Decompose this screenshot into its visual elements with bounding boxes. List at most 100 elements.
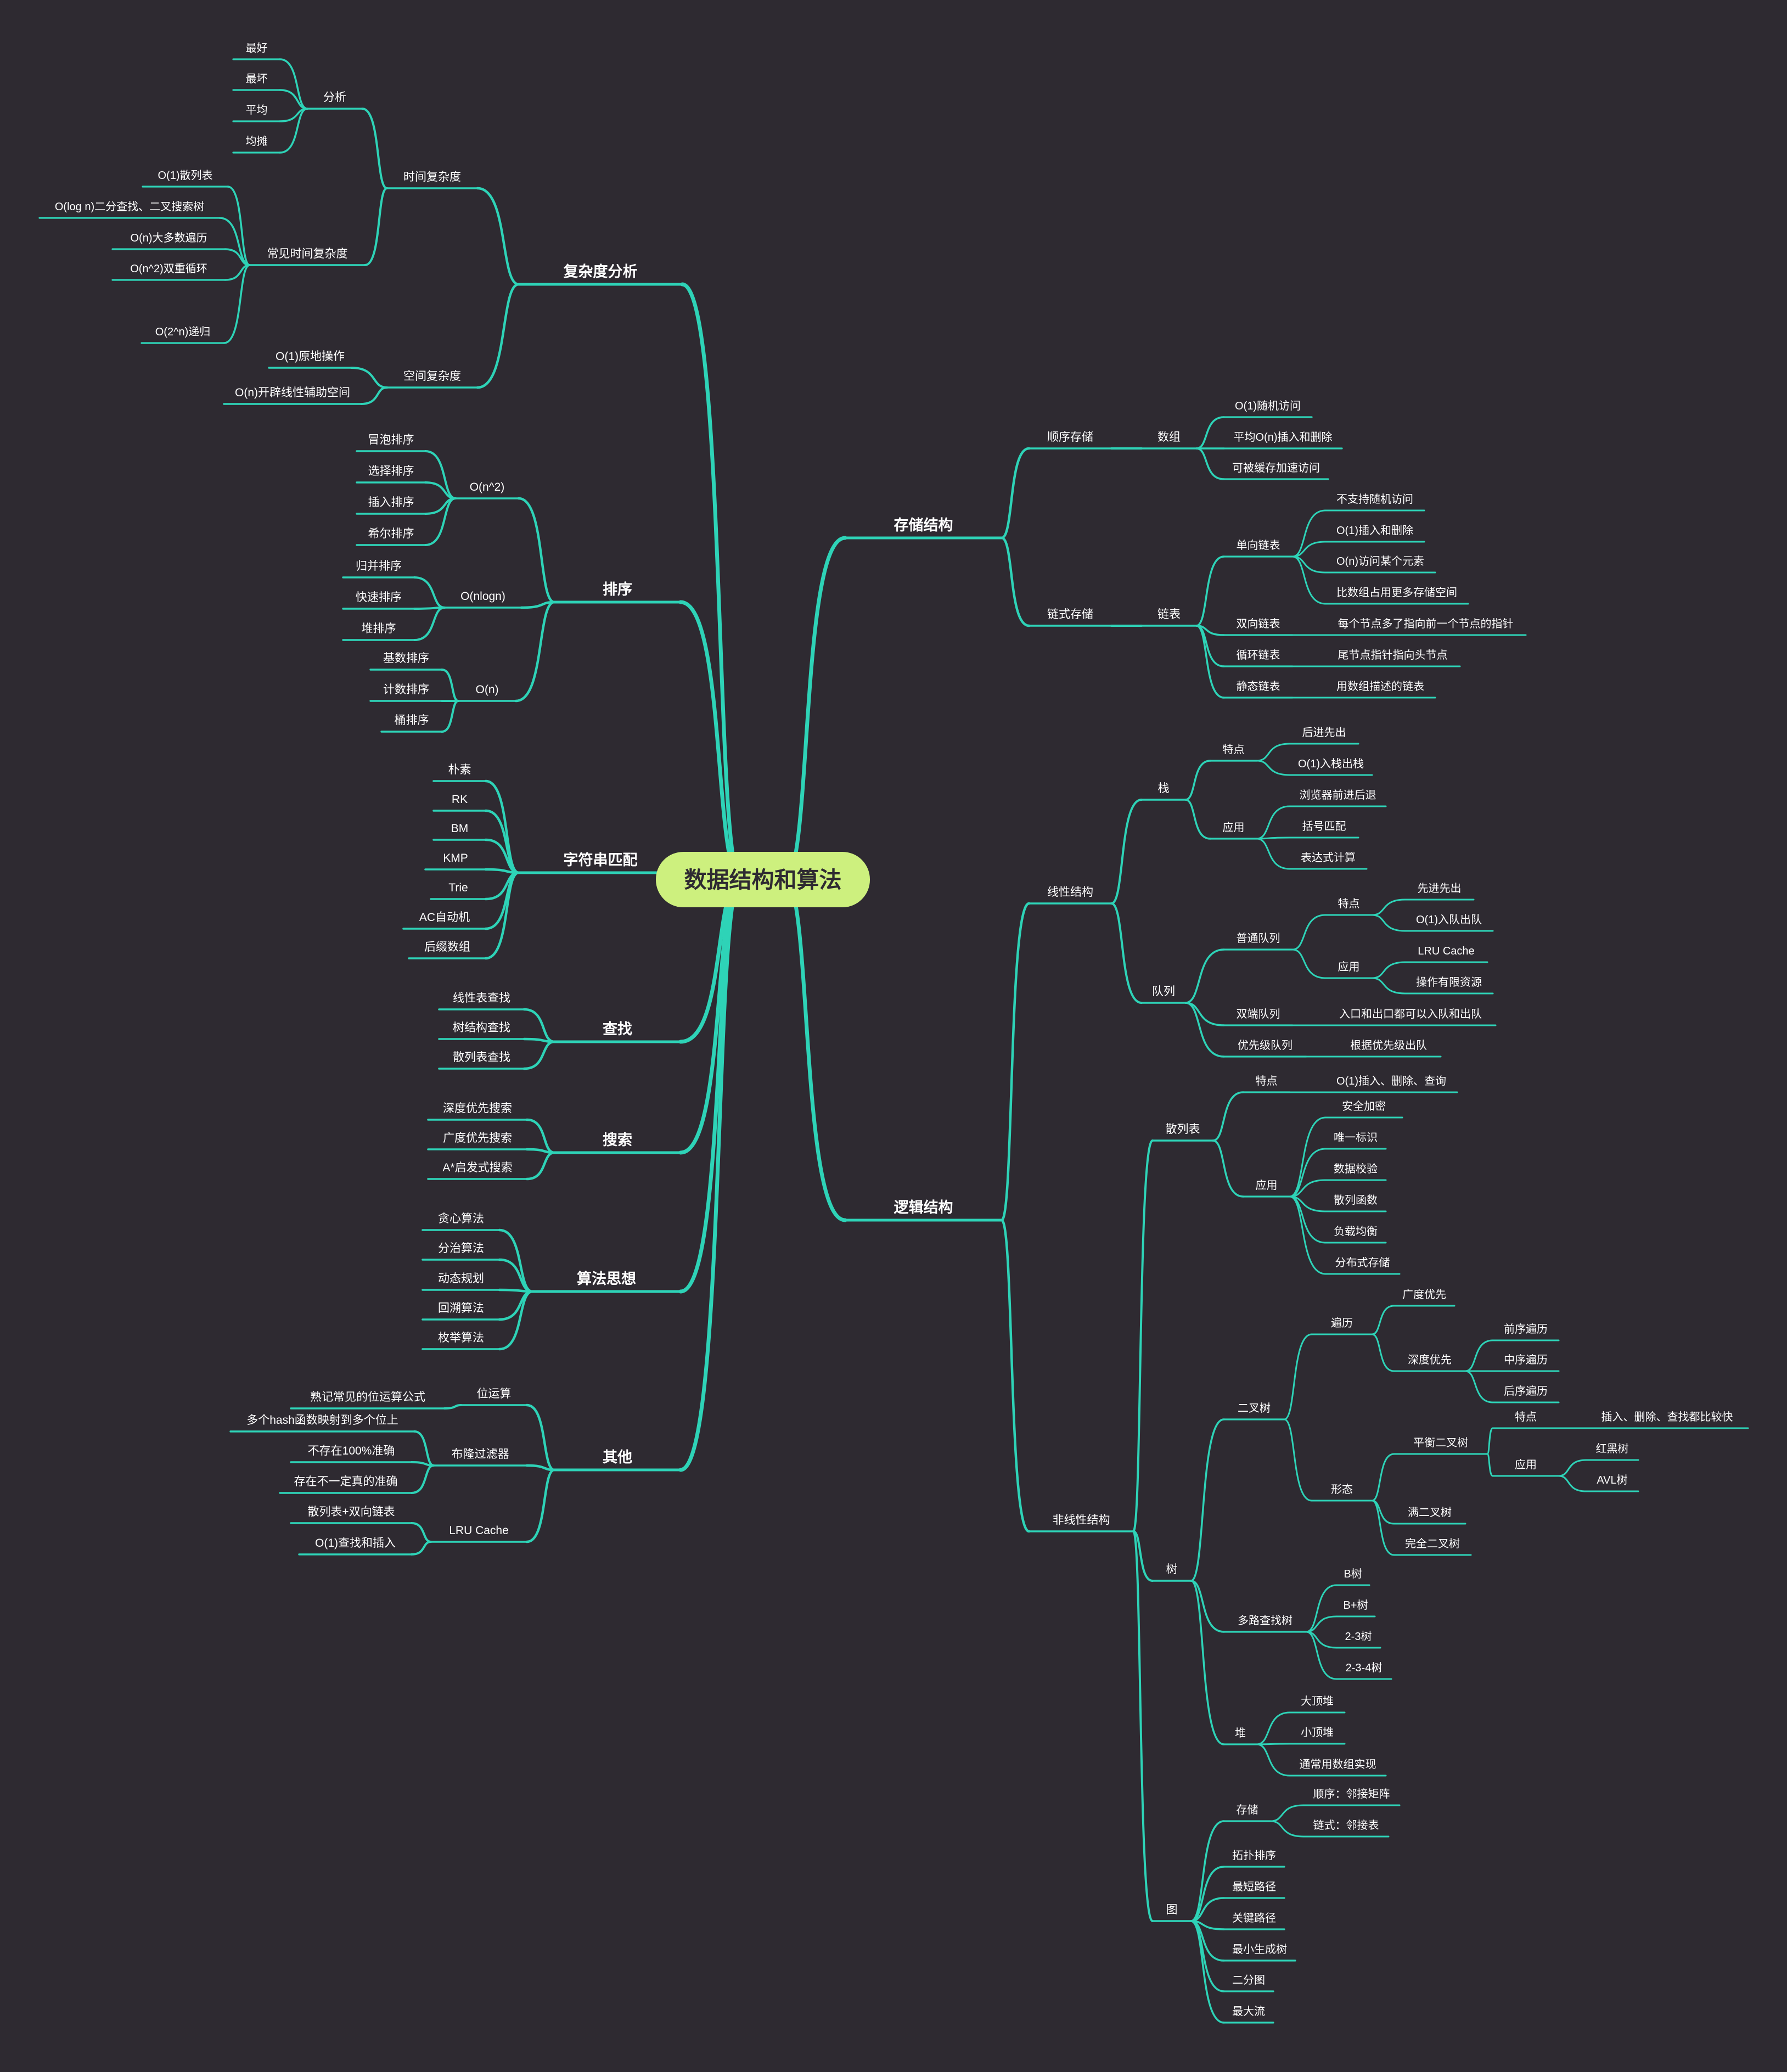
topic-node-r1a1[interactable]: 数组	[1140, 431, 1198, 450]
topic-node-r2a1[interactable]: 栈	[1140, 782, 1187, 801]
topic-node-n2a3[interactable]: 插入排序	[356, 496, 426, 515]
topic-node-r1b1a2[interactable]: O(1)插入和删除	[1324, 524, 1425, 543]
topic-node-n1a2e[interactable]: O(2^n)递归	[141, 325, 225, 344]
topic-node-r2b3c[interactable]: 最短路径	[1223, 1880, 1285, 1899]
topic-node-r2b3g[interactable]: 最大流	[1223, 2005, 1274, 2024]
topic-node-r2b2c3[interactable]: 通常用数组实现	[1289, 1758, 1387, 1777]
topic-node-n3g[interactable]: 后缀数组	[408, 941, 487, 959]
topic-node-r2b3d[interactable]: 关键路径	[1223, 1912, 1285, 1930]
topic-node-r2a2c[interactable]: 优先级队列	[1223, 1039, 1307, 1058]
topic-node-r2b1b6[interactable]: 分布式存储	[1324, 1256, 1401, 1275]
topic-node-n5c[interactable]: A*启发式搜索	[427, 1161, 528, 1180]
topic-node-r2b2b4[interactable]: 2-3-4树	[1335, 1661, 1392, 1680]
topic-node-n5[interactable]: 搜索	[553, 1132, 682, 1154]
topic-node-r2b2b3[interactable]: 2-3树	[1335, 1630, 1381, 1649]
topic-node-n2a[interactable]: O(n^2)	[454, 481, 520, 499]
topic-node-r1b1[interactable]: 链表	[1140, 608, 1198, 627]
topic-node-r2b1a1[interactable]: O(1)插入、删除、查询	[1324, 1075, 1458, 1093]
topic-node-n4c[interactable]: 散列表查找	[438, 1051, 525, 1070]
topic-node-n1a2c[interactable]: O(n)大多数遍历	[111, 232, 226, 250]
topic-node-r2a2[interactable]: 队列	[1140, 985, 1187, 1004]
topic-node-n6a[interactable]: 贪心算法	[422, 1212, 501, 1231]
topic-node-n7a1[interactable]: 熟记常见的位运算公式	[290, 1391, 446, 1410]
topic-node-n2c3[interactable]: 桶排序	[380, 714, 443, 733]
topic-node-n1a2a[interactable]: O(1)散列表	[142, 169, 229, 188]
topic-node-n7b3[interactable]: 存在不一定真的准确	[279, 1475, 413, 1494]
topic-node-r2b2a1a[interactable]: 广度优先	[1393, 1288, 1456, 1307]
topic-node-n2b3[interactable]: 堆排序	[342, 622, 415, 641]
topic-node-n2b2[interactable]: 快速排序	[342, 591, 415, 610]
topic-node-r2a2b1[interactable]: 入口和出口都可以入队和出队	[1324, 1008, 1497, 1026]
topic-node-n1b2[interactable]: O(n)开辟线性辅助空间	[223, 386, 362, 405]
topic-node-n3f[interactable]: AC自动机	[402, 911, 487, 930]
topic-node-r2b1b3[interactable]: 数据校验	[1324, 1163, 1387, 1181]
topic-node-n7b[interactable]: 布隆过滤器	[432, 1448, 528, 1467]
topic-node-n4b[interactable]: 树结构查找	[438, 1021, 525, 1040]
topic-node-n7b1[interactable]: 多个hash函数映射到多个位上	[229, 1414, 415, 1433]
topic-node-r2b2b2[interactable]: B+树	[1335, 1599, 1376, 1618]
topic-node-r2b3[interactable]: 图	[1151, 1903, 1192, 1922]
topic-node-n1b[interactable]: 空间复杂度	[386, 370, 479, 389]
topic-node-n6d[interactable]: 回溯算法	[422, 1302, 501, 1321]
topic-node-n1a1[interactable]: 分析	[306, 91, 363, 110]
topic-node-n1a2d[interactable]: O(n^2)双重循环	[111, 262, 226, 281]
topic-node-r2b1b1[interactable]: 安全加密	[1324, 1100, 1403, 1119]
topic-node-r2a2a1[interactable]: 特点	[1324, 897, 1373, 916]
topic-node-r1a1c[interactable]: 可被缓存加速访问	[1223, 462, 1329, 480]
topic-node-r1b1c[interactable]: 循环链表	[1223, 649, 1294, 667]
topic-node-r1b1b[interactable]: 双向链表	[1223, 617, 1294, 636]
topic-node-n7c[interactable]: LRU Cache	[430, 1524, 528, 1543]
topic-node-r2b2a2[interactable]: 形态	[1311, 1483, 1373, 1502]
topic-node-r2a2a2a[interactable]: LRU Cache	[1404, 945, 1488, 963]
topic-node-r1b1d1[interactable]: 用数组描述的链表	[1324, 680, 1436, 699]
topic-node-n7c2[interactable]: O(1)查找和插入	[298, 1537, 413, 1556]
topic-node-n7c1[interactable]: 散列表+双向链表	[290, 1506, 413, 1524]
topic-node-r2b1b[interactable]: 应用	[1242, 1179, 1291, 1198]
topic-node-r2a1b3[interactable]: 表达式计算	[1289, 851, 1368, 870]
topic-node-r2b1a[interactable]: 特点	[1242, 1075, 1291, 1093]
topic-node-r1a1a[interactable]: O(1)随机访问	[1223, 400, 1313, 418]
topic-node-r2b[interactable]: 非线性结构	[1028, 1514, 1134, 1532]
topic-node-r2a2a[interactable]: 普通队列	[1223, 932, 1294, 951]
topic-node-n3c[interactable]: BM	[432, 822, 487, 841]
topic-node-r2a1a1[interactable]: 后进先出	[1289, 726, 1359, 745]
topic-node-r1b1c1[interactable]: 尾节点指针指向头节点	[1324, 649, 1461, 667]
topic-node-r1a[interactable]: 顺序存储	[1028, 431, 1112, 450]
topic-node-r2b2a2c[interactable]: 完全二叉树	[1393, 1537, 1472, 1556]
topic-node-n1a1a[interactable]: 最好	[232, 42, 281, 60]
topic-node-n1a1b[interactable]: 最坏	[232, 72, 281, 91]
topic-node-n1a1d[interactable]: 均摊	[232, 135, 281, 154]
topic-node-n6[interactable]: 算法思想	[531, 1270, 682, 1293]
topic-node-r2b1[interactable]: 散列表	[1151, 1123, 1214, 1142]
topic-node-r2b2b[interactable]: 多路查找树	[1223, 1614, 1307, 1633]
topic-node-n2b[interactable]: O(nlogn)	[443, 590, 522, 609]
topic-node-n2[interactable]: 排序	[553, 581, 682, 604]
topic-node-n6c[interactable]: 动态规划	[422, 1272, 501, 1291]
topic-node-n1a2b[interactable]: O(log n)二分查找、二叉搜索树	[38, 200, 221, 219]
topic-node-r2b2b1[interactable]: B树	[1335, 1568, 1370, 1586]
topic-node-n3d[interactable]: KMP	[424, 852, 487, 871]
topic-node-r2b2a[interactable]: 二叉树	[1223, 1402, 1285, 1420]
topic-node-r2a2a1a[interactable]: 先进先出	[1404, 882, 1475, 901]
topic-node-n7a[interactable]: 位运算	[460, 1388, 528, 1406]
topic-node-r2a2a2b[interactable]: 操作有限资源	[1404, 976, 1494, 995]
topic-node-r2b1b5[interactable]: 负载均衡	[1324, 1225, 1387, 1244]
topic-node-n3a[interactable]: 朴素	[432, 763, 487, 782]
topic-node-n2a2[interactable]: 选择排序	[356, 465, 426, 484]
topic-node-r2[interactable]: 逻辑结构	[844, 1199, 1003, 1222]
root-node[interactable]: 数据结构和算法	[656, 852, 870, 907]
topic-node-n2a1[interactable]: 冒泡排序	[356, 434, 426, 452]
topic-node-n3[interactable]: 字符串匹配	[517, 851, 684, 874]
topic-node-n7[interactable]: 其他	[553, 1449, 682, 1472]
topic-node-n1a[interactable]: 时间复杂度	[386, 171, 479, 189]
topic-node-r2b2a1b2[interactable]: 中序遍历	[1492, 1354, 1560, 1372]
topic-node-r1[interactable]: 存储结构	[844, 517, 1003, 540]
topic-node-n7b2[interactable]: 不存在100%准确	[290, 1445, 413, 1463]
topic-node-n1a2[interactable]: 常见时间复杂度	[249, 248, 366, 266]
topic-node-r2a2c1[interactable]: 根据优先级出队	[1335, 1039, 1442, 1058]
topic-node-r2a2b[interactable]: 双端队列	[1223, 1008, 1294, 1026]
topic-node-r2b2a2a1a[interactable]: 插入、删除、查找都比较快	[1585, 1411, 1749, 1429]
topic-node-r2b3a[interactable]: 存储	[1223, 1804, 1272, 1822]
topic-node-n2c2[interactable]: 计数排序	[369, 683, 443, 702]
topic-node-r2b2a2a[interactable]: 平衡二叉树	[1393, 1436, 1488, 1455]
